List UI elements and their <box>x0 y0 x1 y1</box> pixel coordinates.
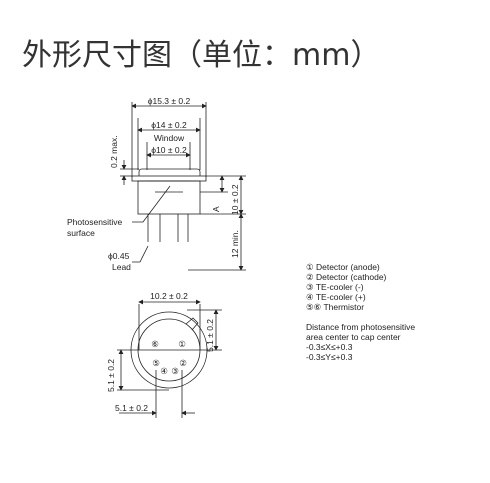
label-a: A <box>211 206 221 212</box>
pin-5-label: ⑤ <box>152 358 160 368</box>
photosensitive-label-line-2: surface <box>67 228 95 238</box>
pin-legend: ① Detector (anode) ② Detector (cathode) … <box>306 262 386 312</box>
dim-outer-diameter: ϕ15.3 ± 0.2 <box>148 96 191 106</box>
lead-label: Lead <box>112 262 131 272</box>
window-label: Window <box>154 133 185 143</box>
dim-bottom-top: 10.2 ± 0.2 <box>150 291 188 301</box>
note-line: Distance from photosensitive <box>306 322 416 332</box>
pin-6-label: ⑥ <box>151 339 159 349</box>
legend-item: ③ TE-cooler (-) <box>306 282 364 292</box>
side-view <box>120 102 246 271</box>
dim-cap-diameter: ϕ14 ± 0.2 <box>151 120 187 130</box>
pin-1-label: ① <box>178 339 186 349</box>
note-line: -0.3≤Y≤+0.3 <box>306 352 353 362</box>
lead-diameter-label: ϕ0.45 <box>108 251 130 261</box>
page-title: 外形尺寸图（单位：mm） <box>22 38 381 73</box>
note-line: -0.3≤X≤+0.3 <box>306 342 353 352</box>
dim-height-max: 0.2 max. <box>109 135 119 168</box>
bottom-view <box>117 299 222 418</box>
dim-bottom-right: 5.1 ± 0.2 <box>205 319 215 352</box>
pin-4-label: ④ <box>160 366 168 376</box>
dim-window-diameter: ϕ10 ± 0.2 <box>151 145 187 155</box>
pin-2-label: ② <box>179 358 187 368</box>
dim-body-height: 10 ± 0.2 <box>230 184 240 215</box>
photosensitive-label-line-1: Photosensitive <box>67 217 123 227</box>
legend-item: ① Detector (anode) <box>306 262 380 272</box>
dim-lead-length: 12 min. <box>230 230 240 258</box>
dim-bottom-left: 5.1 ± 0.2 <box>106 359 116 392</box>
legend-item: ② Detector (cathode) <box>306 272 387 282</box>
position-note: Distance from photosensitive area center… <box>306 322 415 362</box>
pin-3-label: ③ <box>171 366 179 376</box>
bottom-view-labels: 10.2 ± 0.2 5.1 ± 0.2 5.1 ± 0.2 5.1 ± 0.2 <box>106 291 215 413</box>
bottom-view-pins: ⑥ ① ⑤ ② ④ ③ <box>151 339 187 376</box>
legend-item: ④ TE-cooler (+) <box>306 292 366 302</box>
dim-bottom-bottom: 5.1 ± 0.2 <box>115 403 148 413</box>
note-line: area center to cap center <box>306 332 401 342</box>
side-view-labels: ϕ15.3 ± 0.2 ϕ14 ± 0.2 Window ϕ10 ± 0.2 0… <box>67 96 240 272</box>
legend-item: ⑤⑥ Thermistor <box>306 302 365 312</box>
